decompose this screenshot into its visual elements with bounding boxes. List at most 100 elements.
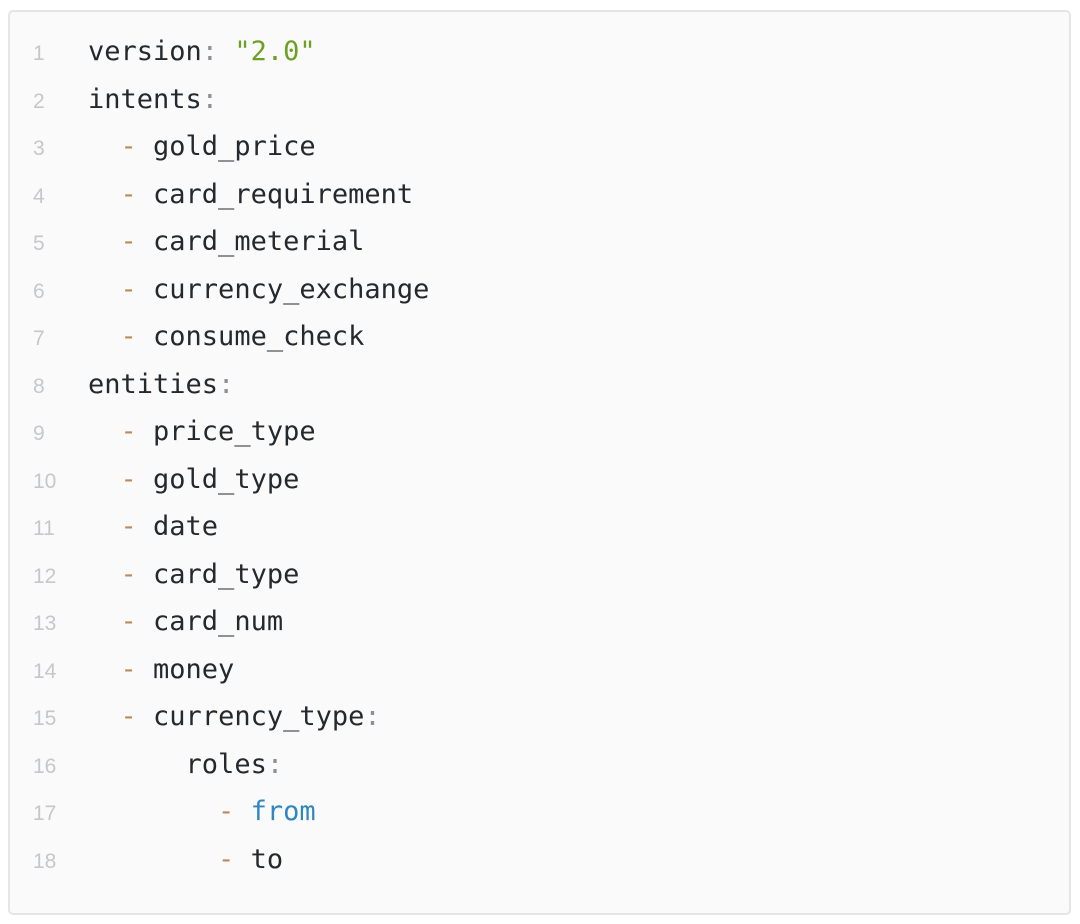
code-token: -: [120, 653, 137, 685]
code-line: 6 - currency_exchange: [10, 266, 1069, 314]
line-number: 17: [33, 802, 57, 825]
code-token: [88, 511, 121, 542]
code-token: date: [136, 511, 219, 542]
code-text: version: "2.0": [88, 28, 316, 76]
code-token: card_num: [136, 606, 284, 637]
code-token: [88, 844, 218, 875]
code-token: consume_check: [136, 321, 365, 352]
code-text: - money: [88, 646, 235, 694]
code-token: -: [120, 226, 137, 257]
code-text: - from: [88, 788, 316, 836]
line-number: 12: [33, 564, 57, 588]
code-token: [88, 701, 121, 732]
code-line: 5 - card_meterial: [10, 218, 1069, 266]
code-token: [88, 226, 121, 257]
code-text: entities:: [88, 361, 234, 409]
line-number: 18: [33, 849, 57, 873]
code-text: - card_type: [88, 551, 300, 599]
code-token: from: [250, 796, 316, 827]
code-line: 18 - to: [10, 836, 1069, 884]
code-text: - to: [88, 836, 283, 884]
code-token: :: [201, 83, 219, 115]
code-text: - card_requirement: [88, 171, 414, 219]
code-text: - gold_type: [88, 456, 300, 504]
code-text: intents:: [88, 76, 218, 124]
code-token: -: [120, 511, 137, 542]
code-token: -: [120, 131, 137, 162]
line-number: 13: [33, 612, 57, 635]
code-line: 14 - money: [10, 646, 1069, 694]
code-text: - gold_price: [88, 123, 316, 171]
code-line: 1 version: "2.0": [10, 28, 1069, 76]
code-token: roles: [185, 748, 267, 780]
code-token: [218, 36, 234, 67]
code-text: - consume_check: [88, 313, 365, 361]
line-number: 6: [33, 279, 45, 303]
code-text: roles:: [88, 741, 284, 789]
code-token: -: [120, 606, 137, 637]
code-line: 9 - price_type: [10, 408, 1069, 456]
line-number: 5: [33, 232, 45, 255]
code-line: 7 - consume_check: [10, 313, 1069, 361]
code-token: -: [120, 321, 137, 352]
line-number: 9: [33, 422, 45, 445]
code-text: - card_meterial: [88, 218, 365, 266]
line-number: 3: [33, 137, 45, 160]
code-line: 17 - from: [10, 788, 1069, 836]
code-token: [88, 654, 121, 685]
line-number: 1: [33, 42, 45, 65]
code-token: -: [120, 558, 137, 590]
code-token: -: [218, 843, 235, 875]
code-token: [88, 179, 121, 210]
code-token: money: [136, 653, 235, 685]
code-token: -: [120, 178, 137, 210]
code-text: - price_type: [88, 408, 316, 456]
code-token: entities: [88, 368, 219, 400]
code-token: currency_exchange: [136, 273, 430, 305]
code-line: 16 roles:: [10, 741, 1069, 789]
code-token: price_type: [136, 416, 316, 447]
code-token: gold_type: [136, 463, 300, 495]
code-line: 4 - card_requirement: [10, 171, 1069, 219]
code-token: [88, 749, 186, 780]
code-token: card_type: [136, 558, 300, 590]
code-token: [88, 321, 121, 352]
line-number: 11: [33, 517, 55, 540]
line-number: 10: [33, 469, 57, 493]
code-token: intents: [88, 83, 202, 115]
line-number: 4: [33, 184, 45, 208]
code-token: [88, 606, 121, 637]
code-token: :: [364, 701, 381, 732]
code-token: version: [88, 36, 202, 67]
line-number: 8: [33, 374, 45, 398]
code-token: :: [266, 748, 284, 780]
code-line: 10 - gold_type: [10, 456, 1069, 504]
code-token: -: [120, 273, 137, 305]
code-token: card_requirement: [136, 178, 414, 210]
code-token: -: [120, 416, 137, 447]
code-text: - currency_exchange: [88, 266, 430, 314]
line-number: 7: [33, 327, 45, 350]
code-token: currency_type: [153, 701, 365, 732]
code-token: -: [120, 463, 137, 495]
code-token: [88, 274, 121, 305]
code-token: [234, 796, 250, 827]
code-token: [88, 464, 121, 495]
code-token: :: [201, 36, 219, 67]
code-token: -: [120, 701, 137, 732]
code-text: - currency_type:: [88, 693, 381, 741]
code-token: card_meterial: [136, 226, 365, 257]
code-token: gold_price: [136, 131, 316, 162]
line-number: 14: [33, 659, 57, 683]
code-line: 8 entities:: [10, 361, 1069, 409]
code-token: :: [218, 368, 235, 400]
code-token: "2.0": [234, 36, 316, 67]
code-token: [88, 796, 218, 827]
line-number: 15: [33, 707, 57, 730]
code-token: to: [234, 843, 284, 875]
code-text: - card_num: [88, 598, 284, 646]
code-token: [137, 701, 153, 732]
